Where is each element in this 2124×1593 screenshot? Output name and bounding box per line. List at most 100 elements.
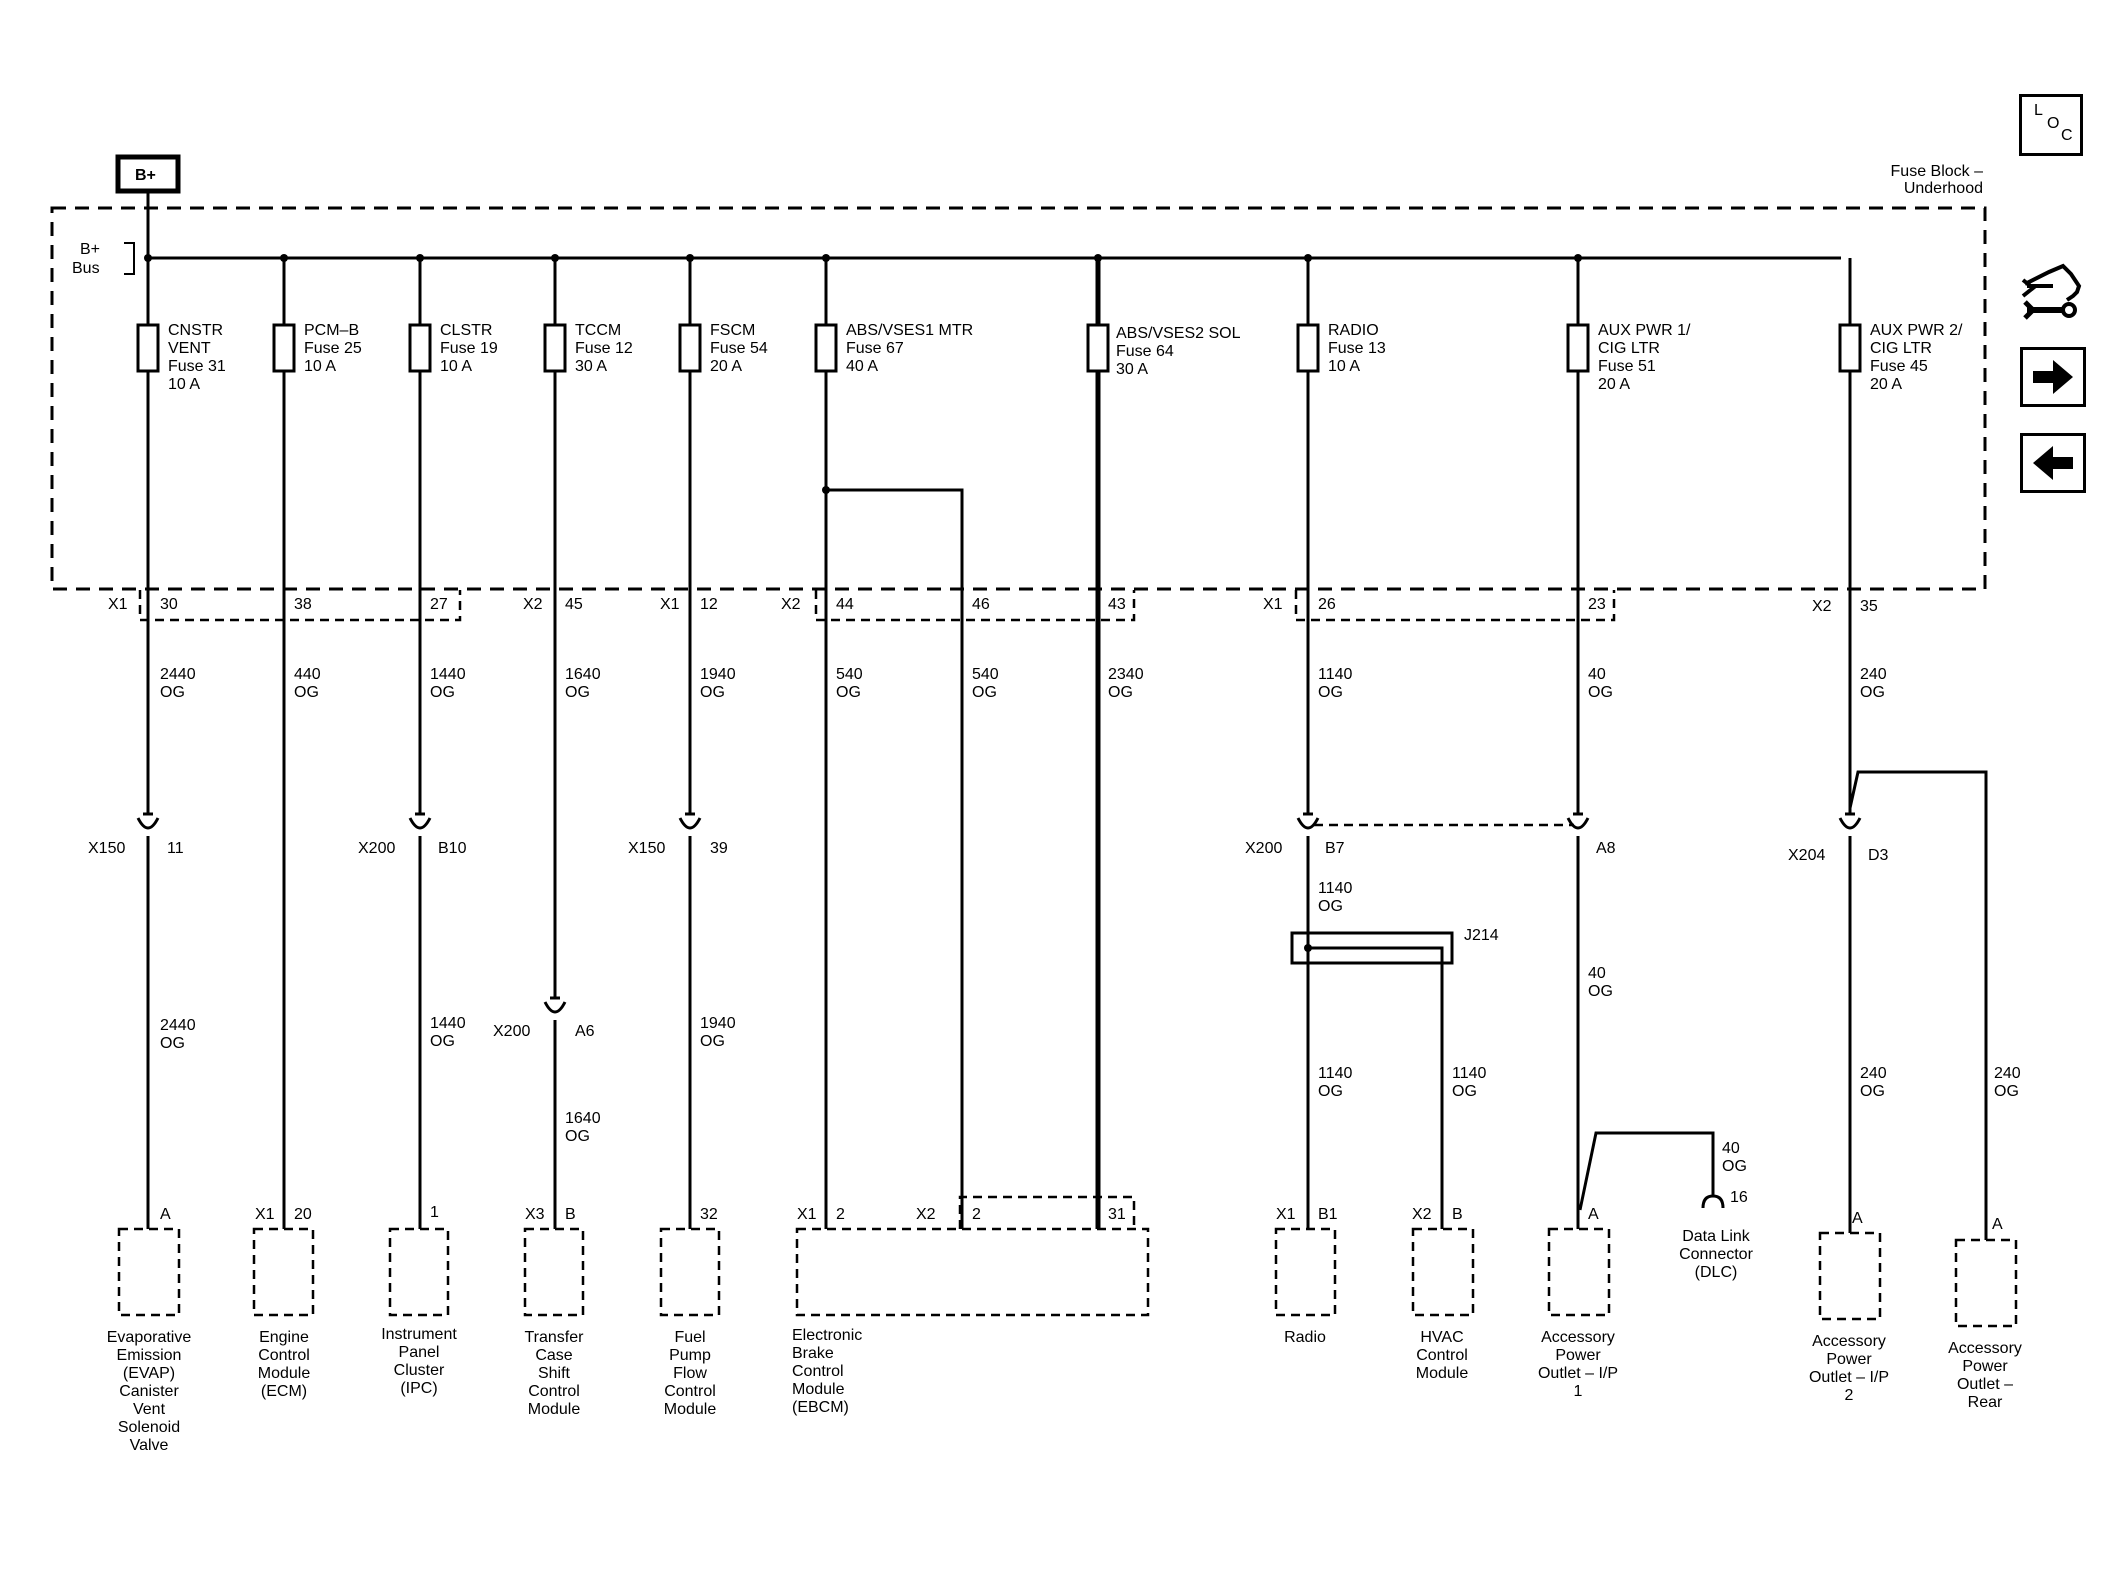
loc-letter-c: C [2061, 127, 2073, 144]
pin-number: 26 [1318, 596, 1336, 613]
pin-number: B1 [1318, 1206, 1338, 1223]
connector-id: X1 [797, 1206, 817, 1223]
fuse-12-symbol [543, 323, 567, 373]
loc-letter-l: L [2034, 102, 2043, 119]
pin-number: 1 [430, 1204, 439, 1221]
fuse-block-title-1: Fuse Block – [1891, 163, 1984, 180]
fuse-block-connector-labels: X1 X2 X1 X2 X1 X2 30 38 27 45 12 44 46 4… [108, 596, 1878, 615]
pin-number: 44 [836, 596, 854, 613]
connector-id: X200 [1245, 840, 1282, 857]
component-radio: Radio [1284, 1329, 1326, 1346]
pin-number: 43 [1108, 596, 1126, 613]
fuse-block-title-2: Underhood [1904, 180, 1983, 197]
connector-id: X3 [525, 1206, 545, 1223]
connector-id: X1 [255, 1206, 275, 1223]
fuse-67-symbol [814, 323, 838, 373]
connector-id: X1 [1276, 1206, 1296, 1223]
pin-number: A [1852, 1210, 1863, 1227]
bus-label-1: B+ [80, 241, 100, 258]
pin-number: 46 [972, 596, 990, 613]
pin-number: 2 [972, 1206, 981, 1223]
connector-id: X2 [781, 596, 801, 613]
fuse-54-symbol [678, 323, 702, 373]
connector-id: X2 [1412, 1206, 1432, 1223]
power-source-label: B+ [135, 167, 156, 184]
pin-number: 16 [1730, 1189, 1748, 1206]
pin-number: D3 [1868, 847, 1889, 864]
pin-number: 11 [167, 840, 184, 857]
fuse-51-symbol [1566, 323, 1590, 373]
wrench-car-icon [2021, 263, 2082, 320]
fuse-31-symbol [136, 323, 160, 373]
pin-number: A8 [1596, 840, 1616, 857]
connector-id: X1 [1263, 596, 1283, 613]
pin-number: 35 [1860, 598, 1878, 615]
loc-letter-o: O [2047, 115, 2060, 132]
inline-connector-labels: X150 11 X200 B10 X150 39 X200 B7 A8 X204… [88, 840, 1889, 1040]
connector-id: X1 [108, 596, 128, 613]
connector-id: X150 [628, 840, 665, 857]
fuse-64-symbol [1086, 323, 1110, 373]
splice-id: J214 [1464, 927, 1499, 944]
component-pin-labels: A X1 20 1 X3 B 32 X1 2 X2 2 31 X1 B1 X2 … [160, 1189, 2003, 1233]
previous-page-button[interactable] [2020, 433, 2086, 493]
component-views-button[interactable] [2019, 256, 2085, 330]
fuse-block-outline [50, 206, 1987, 591]
location-button[interactable]: L O C [2019, 94, 2083, 156]
fuse-13-symbol [1296, 323, 1320, 373]
pin-number: B [565, 1206, 576, 1223]
pin-number: B10 [438, 840, 467, 857]
pin-number: 2 [836, 1206, 845, 1223]
bus-label-2: Bus [72, 260, 100, 277]
pin-number: 12 [700, 596, 718, 613]
next-page-button[interactable] [2020, 347, 2086, 407]
fuse-19-symbol [408, 323, 432, 373]
connector-id: X204 [1788, 847, 1825, 864]
fuse-45-symbol [1838, 323, 1862, 373]
pin-number: A [1588, 1206, 1599, 1223]
pin-number: A [1992, 1216, 2003, 1233]
arrow-left-icon [2033, 446, 2073, 480]
arrow-right-icon [2033, 360, 2073, 394]
pin-number: A [160, 1206, 171, 1223]
connector-id: X150 [88, 840, 125, 857]
pin-number: A6 [575, 1023, 595, 1040]
connector-id: X2 [523, 596, 543, 613]
pin-number: 38 [294, 596, 312, 613]
connector-id: X1 [660, 596, 680, 613]
pin-number: 31 [1108, 1206, 1126, 1223]
